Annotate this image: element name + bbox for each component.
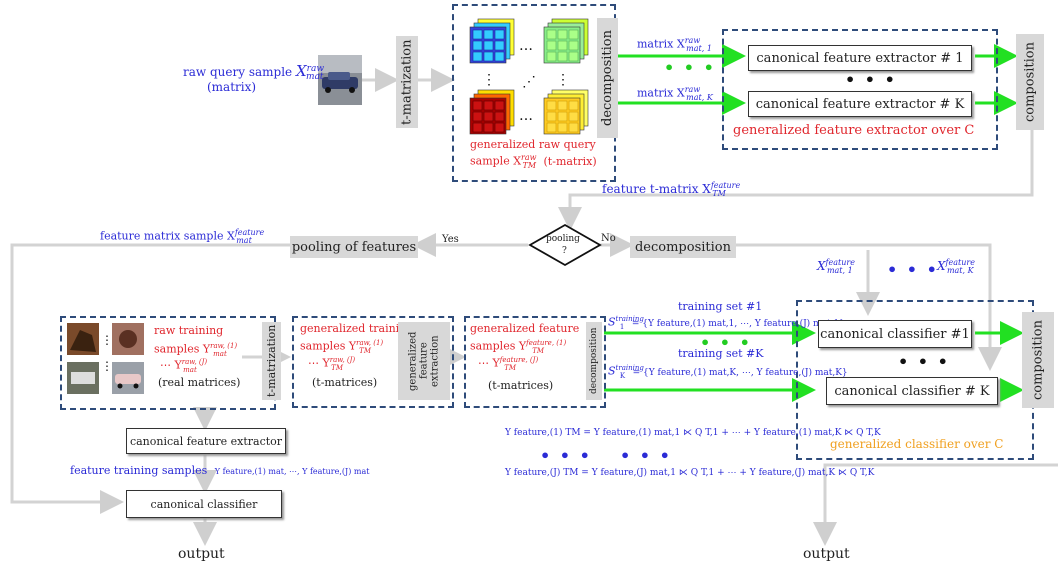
generalized-raw-query-label: generalized raw query xyxy=(470,138,596,151)
generalized-extractor-label: generalized feature extractor over C xyxy=(733,123,975,138)
no-label: No xyxy=(601,233,616,244)
s1-label: Straining1 = {Y feature,(1) mat,1, ⋯, Y … xyxy=(608,315,845,331)
xmatK-label: Xfeaturemat, K xyxy=(937,258,975,276)
output-right: output xyxy=(803,546,850,562)
svg-text:⋰: ⋰ xyxy=(522,74,536,90)
sK-label: StrainingK = {Y feature,(1) mat,K, ⋯, Y … xyxy=(608,364,848,380)
output-left: output xyxy=(178,546,225,562)
composition-block-bottom: composition xyxy=(1022,312,1054,408)
query-car-image xyxy=(318,55,362,105)
matrixK-label: matrix Xrawmat, K xyxy=(637,85,713,102)
svg-text:…: … xyxy=(519,38,533,54)
training-thumbnails: ⋮ ⋮ xyxy=(67,323,144,394)
canonical-classifier-1: canonical classifier #1 xyxy=(818,320,972,348)
pooling-question-mark: ? xyxy=(562,246,567,256)
arrow-decomp-to-classifierK xyxy=(735,243,1002,371)
equation-dots-right: • • • xyxy=(620,446,672,465)
canonical-feature-extractor-1: canonical feature extractor # 1 xyxy=(748,45,972,71)
raw-training-samplesJ: ⋯ Yraw, (J)mat xyxy=(160,358,208,374)
svg-text:…: … xyxy=(519,108,533,124)
raw-training-samples: samples Yraw, (1)mat xyxy=(154,342,238,358)
t-matrization-block-bottom: t-matrization xyxy=(262,322,281,400)
arrow-composition-to-pooling xyxy=(558,130,1034,231)
real-matrices-label: (real matrices) xyxy=(158,376,241,389)
canonical-feature-extractor-K: canonical feature extractor # K xyxy=(748,91,972,117)
equation-J: Y feature,(J) TM = Y feature,(J) mat,1 ⋉… xyxy=(505,468,875,478)
feature-training-samples-label: feature training samples Y feature,(1) m… xyxy=(70,464,370,477)
canonical-classifier-box: canonical classifier xyxy=(126,490,282,518)
generalized-extractor-group xyxy=(722,29,998,150)
tmatrices-label-1: (t-matrices) xyxy=(312,376,378,389)
arrow-pooling-to-classifier xyxy=(10,243,290,514)
top-green-dots: • • • xyxy=(664,58,716,77)
bottom-green-dots: • • • xyxy=(700,333,752,352)
feature-matrix-sample-label: feature matrix sample Xfeaturemat xyxy=(100,228,265,245)
raw-query-label: raw query sample Xrawmat xyxy=(183,62,325,83)
gen-feature-samples: samples Yfeature, (1)TM xyxy=(470,339,567,355)
cube-dots: … ⋮ ⋮ ⋰ … xyxy=(482,38,570,124)
svg-text:⋮: ⋮ xyxy=(101,333,113,347)
decomposition-block-top: decomposition xyxy=(597,18,618,138)
canonical-classifier-K: canonical classifier # K xyxy=(826,377,998,405)
pooling-question: pooling xyxy=(546,234,580,244)
gen-training-label: generalized training xyxy=(300,322,414,335)
generalized-feature-group xyxy=(464,316,606,408)
gen-training-samples: samples Yraw, (1)TM xyxy=(300,339,384,355)
gen-feature-samplesJ: ⋯ Yfeature, (J)TM xyxy=(478,356,539,372)
xmat1-label: Xfeaturemat, 1 xyxy=(817,258,855,276)
raw-training-label: raw training xyxy=(154,324,224,337)
xmat-dots: • • • xyxy=(887,260,939,279)
canonical-feature-extractor-box: canonical feature extractor xyxy=(126,428,286,454)
gen-training-samplesJ: ⋯ Yraw, (J)TM xyxy=(308,356,356,372)
t-matrization-block-top: t-matrization xyxy=(396,36,418,128)
gen-feature-label: generalized feature xyxy=(470,322,580,335)
equation-1: Y feature,(1) TM = Y feature,(1) mat,1 ⋉… xyxy=(505,428,881,438)
svg-text:⋮: ⋮ xyxy=(556,72,570,88)
feature-tmatrix-label: feature t-matrix XfeatureTM xyxy=(602,181,741,199)
generalized-raw-query-label2: sample XrawTM (t-matrix) xyxy=(470,153,597,170)
decomposition-block-bottom: decomposition xyxy=(586,322,602,400)
training-set-K-label: training set #K xyxy=(678,347,764,360)
training-set-1-label: training set #1 xyxy=(678,300,763,313)
arrow-to-output-right xyxy=(813,463,1058,546)
classifier-dots: • • • xyxy=(898,352,950,371)
gen-feature-extraction-block: generalized feature extraction xyxy=(398,322,450,400)
equation-dots-left: • • • xyxy=(540,446,592,465)
extractor-dots: • • • xyxy=(845,70,897,89)
yes-label: Yes xyxy=(442,234,459,245)
tmatrix-cubes xyxy=(469,18,589,135)
decomposition-block-middle: decomposition xyxy=(630,236,736,258)
matrix1-label: matrix Xrawmat, 1 xyxy=(637,36,712,53)
svg-text:⋮: ⋮ xyxy=(101,359,113,373)
generalized-classifier-label: generalized classifier over C xyxy=(830,437,1004,451)
generalized-training-group xyxy=(292,316,454,408)
pooling-of-features-block: pooling of features xyxy=(290,236,418,258)
raw-query-matrix-label: (matrix) xyxy=(207,80,257,94)
tmatrices-label-2: (t-matrices) xyxy=(488,379,554,392)
composition-block-top: composition xyxy=(1016,34,1044,130)
svg-text:⋮: ⋮ xyxy=(482,72,496,88)
pooling-diamond xyxy=(528,223,602,267)
